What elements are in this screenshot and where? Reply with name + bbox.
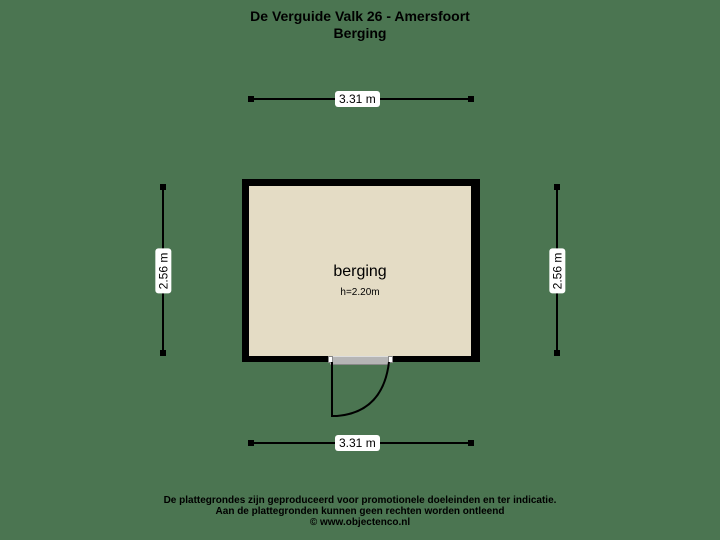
floorplan-subtitle: Berging: [333, 25, 387, 41]
dimension-tick: [248, 440, 254, 446]
door-swing-icon: [331, 361, 390, 417]
room-name: berging: [333, 263, 387, 280]
dimension-tick: [554, 350, 560, 356]
door-jamb-right: [388, 356, 393, 363]
door-opening: [330, 356, 390, 365]
dimension-tick: [160, 350, 166, 356]
room-walls: berging h=2.20m: [242, 179, 480, 362]
dimension-label-left: 2.56 m: [155, 248, 172, 294]
dimension-tick: [248, 96, 254, 102]
dimension-tick: [160, 184, 166, 190]
room-height: h=2.20m: [340, 287, 380, 298]
room-floor-berging: berging h=2.20m: [249, 186, 471, 356]
door-jamb-left: [328, 356, 333, 363]
dimension-label-right: 2.56 m: [549, 248, 566, 294]
copyright-link[interactable]: © www.objectenco.nl: [309, 517, 411, 528]
dimension-label-top: 3.31 m: [335, 91, 380, 107]
dimension-tick: [468, 440, 474, 446]
disclaimer-line-2: Aan de plattegronden kunnen geen rechten…: [215, 506, 505, 517]
dimension-tick: [468, 96, 474, 102]
floorplan-title: De Verguide Valk 26 - Amersfoort: [250, 8, 470, 24]
dimension-label-bottom: 3.31 m: [335, 435, 380, 451]
dimension-tick: [554, 184, 560, 190]
disclaimer-line-1: De plattegrondes zijn geproduceerd voor …: [163, 495, 557, 506]
